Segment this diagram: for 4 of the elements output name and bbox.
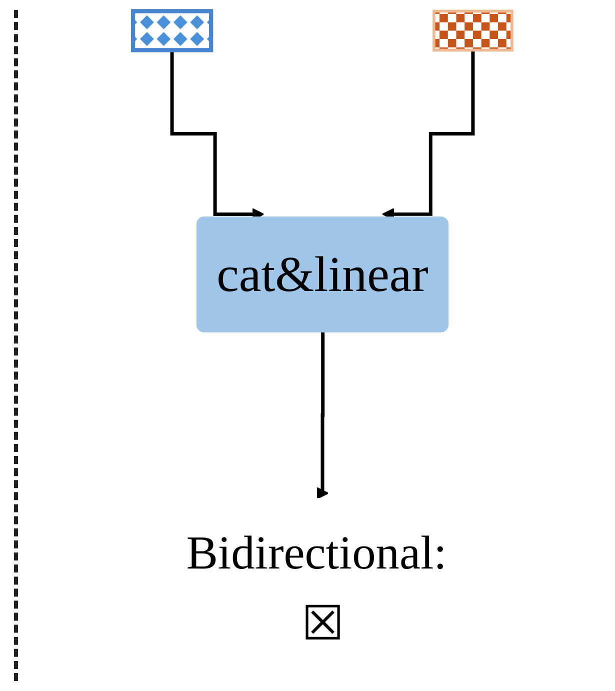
- arrow: [316, 330, 329, 500]
- node-box: [130, 9, 214, 52]
- node-text: Bidirectional: ☒: [186, 528, 447, 651]
- node-box: [432, 10, 514, 52]
